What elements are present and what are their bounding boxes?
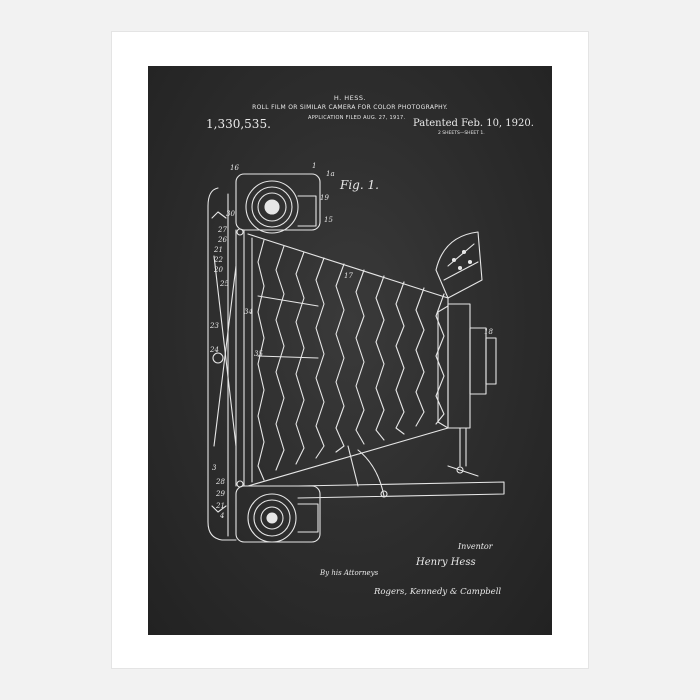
svg-text:21: 21 <box>215 502 225 510</box>
svg-text:21: 21 <box>213 246 223 254</box>
svg-text:24: 24 <box>209 346 219 354</box>
svg-text:25: 25 <box>219 280 229 288</box>
svg-text:19: 19 <box>320 194 329 202</box>
svg-text:1a: 1a <box>326 170 335 178</box>
bottom-film-roll <box>236 486 320 542</box>
top-film-roll <box>236 174 320 233</box>
svg-text:27: 27 <box>217 226 227 234</box>
svg-text:3: 3 <box>212 464 217 472</box>
svg-text:15: 15 <box>324 216 333 224</box>
viewfinder <box>436 232 482 298</box>
by-attorneys: By his Attorneys <box>320 569 378 577</box>
svg-text:30: 30 <box>226 210 235 218</box>
svg-text:17: 17 <box>344 272 353 280</box>
svg-text:16: 16 <box>230 164 239 172</box>
svg-text:22: 22 <box>213 256 223 264</box>
inventor-signature: Henry Hess <box>416 557 476 568</box>
svg-text:1: 1 <box>312 162 316 170</box>
svg-text:34: 34 <box>244 308 253 316</box>
patent-print: H. HESS. ROLL FILM OR SIMILAR CAMERA FOR… <box>148 66 552 635</box>
svg-text:4: 4 <box>219 512 224 520</box>
svg-text:29: 29 <box>215 490 225 498</box>
camera-bed <box>298 446 504 498</box>
svg-text:23: 23 <box>209 322 219 330</box>
svg-text:28: 28 <box>215 478 225 486</box>
inventor-label: Inventor <box>458 542 493 551</box>
svg-text:20: 20 <box>213 266 223 274</box>
svg-text:26: 26 <box>217 236 227 244</box>
attorneys-signature: Rogers, Kennedy & Campbell <box>374 587 501 597</box>
svg-text:18: 18 <box>484 328 493 336</box>
svg-text:35: 35 <box>254 350 263 358</box>
